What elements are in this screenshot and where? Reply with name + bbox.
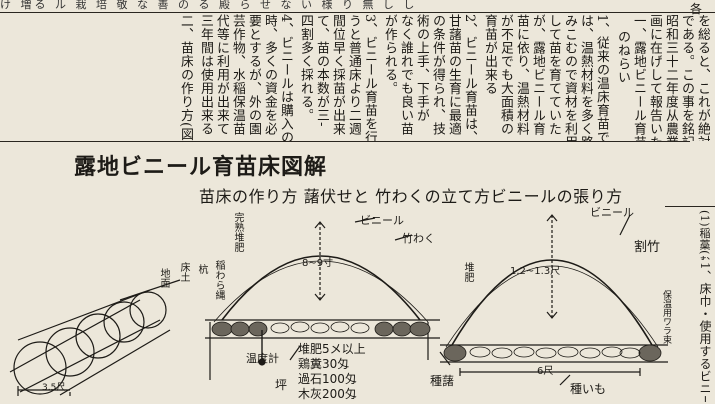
text-column: 芸作物、水稲保温苗 xyxy=(230,14,245,136)
text-column: である。この事を銘記すると共に xyxy=(679,14,694,141)
text-column: して苗を育てていた xyxy=(546,14,561,136)
text-column: 4、ビニールは購入の xyxy=(278,14,293,141)
bamboo-arch-cross-section xyxy=(205,221,440,380)
text-column: が作られる。 xyxy=(382,14,397,95)
figure-title: 露地ビニール育苗床図解 xyxy=(74,155,328,180)
label-seed-potato: 種藷 xyxy=(430,374,455,388)
label-height-right: 1.2~1.3尺 xyxy=(510,266,561,277)
label-ground: 地面 xyxy=(158,268,169,288)
label-vinyl-center: ビニール xyxy=(360,214,404,227)
text-column: 三年間は使用出来る xyxy=(198,14,213,136)
label-right-leg: 保温用ワラ束 xyxy=(661,290,671,344)
text-column: 一、露地ビニール育苗 xyxy=(631,14,646,141)
label-compost-right: 堆肥 xyxy=(462,262,473,282)
text-column: みこむので資材を利用 xyxy=(562,14,577,141)
right-side-heading: (1)稲藁(む xyxy=(698,210,711,260)
materials-item: 堆肥5メ以上 xyxy=(298,342,366,356)
label-vinyl-right: ビニール xyxy=(590,206,634,219)
tunnel-perspective-drawing xyxy=(9,279,181,396)
label-seed-potato-right: 種いも xyxy=(570,382,607,396)
text-column: 術の上手、下手が xyxy=(414,14,429,122)
thermometer-bulb-icon xyxy=(258,358,266,366)
text-column: 昭和三十二年度从農業計 xyxy=(663,14,678,141)
seed-potatoes-center xyxy=(270,321,370,334)
text-column: て、苗の本数が三- xyxy=(314,14,329,127)
split-bamboo-arch-cross-section xyxy=(440,214,668,376)
text-column: 四割多く採れる。 xyxy=(298,14,313,122)
label-bamboo-frame: 竹わく xyxy=(402,232,435,245)
text-column: が、露地ビニール育 xyxy=(530,14,545,136)
text-column: 代等に利用が出来て xyxy=(214,14,229,136)
figure-subtitle: 苗床の作り方 藷伏せと 竹わくの立て方ビニールの張り方 xyxy=(199,187,623,206)
label-split-bamboo: 割竹 xyxy=(634,240,661,255)
materials-item: 鶏糞30匁 xyxy=(298,357,350,371)
materials-item: 木灰200匁 xyxy=(298,387,357,401)
text-column: うと普通床より二週 xyxy=(346,14,361,136)
label-straw-rope: 稲わら縄 xyxy=(213,260,224,300)
text-column: 3、ビニール育苗を行 xyxy=(362,14,377,141)
text-column: の条件が得られ、技 xyxy=(430,14,445,136)
text-column: 画に在げして報告いた xyxy=(647,14,662,141)
right-side-rule xyxy=(665,206,715,207)
text-column: 苗に依り、温熱材料 xyxy=(514,14,529,136)
label-compost-left: 完熟堆肥 xyxy=(232,212,243,252)
right-side-text: 1、床巾・使用するビニールの巾 xyxy=(698,262,712,402)
label-width-right: 6尺 xyxy=(537,366,554,377)
text-column: 1、従来の温床育苗で xyxy=(594,14,609,141)
label-stake: 杭 xyxy=(196,264,207,274)
text-column: が不足でも大面積の xyxy=(498,14,513,136)
text-column: なく誰れでも良い苗 xyxy=(398,14,413,136)
text-column: のねらい xyxy=(615,30,630,84)
materials-list: 堆肥5メ以上 鶏糞30匁 過石100匁 木灰200匁 xyxy=(298,342,366,402)
top-cropped-text: け 増る ル 栽 培 敬 な 善 の る 殿 ら せ な い 様 り 無 し し xyxy=(0,0,418,10)
top-rule xyxy=(0,12,715,13)
text-column: は、温熱材料を多く路 xyxy=(578,14,593,141)
figure-top-rule xyxy=(0,141,690,142)
text-column: を総ると、これが絶対的な条件 xyxy=(695,14,710,141)
text-column: 甘藷苗の生育に最適 xyxy=(446,14,461,136)
text-column: 時、多くの資金を必 xyxy=(262,14,277,136)
text-column: 2、ビニール育苗は、 xyxy=(462,14,477,141)
text-column: 二、苗床の作り方(図 xyxy=(178,14,193,141)
label-thermometer: 温度計 xyxy=(246,352,279,365)
label-tsubo: 坪 xyxy=(275,378,288,392)
text-column: 育苗が出来る xyxy=(482,14,497,95)
seed-potatoes-right xyxy=(469,346,641,359)
materials-item: 過石100匁 xyxy=(298,372,357,386)
label-height-center: 8~9寸 xyxy=(302,258,334,269)
label-width-left: 3.5尺 xyxy=(42,383,66,393)
text-column: 間位早く採苗が出来 xyxy=(330,14,345,136)
label-warm-soil: 床土 xyxy=(178,262,189,282)
text-column: 要とするが、外の園 xyxy=(246,14,261,136)
